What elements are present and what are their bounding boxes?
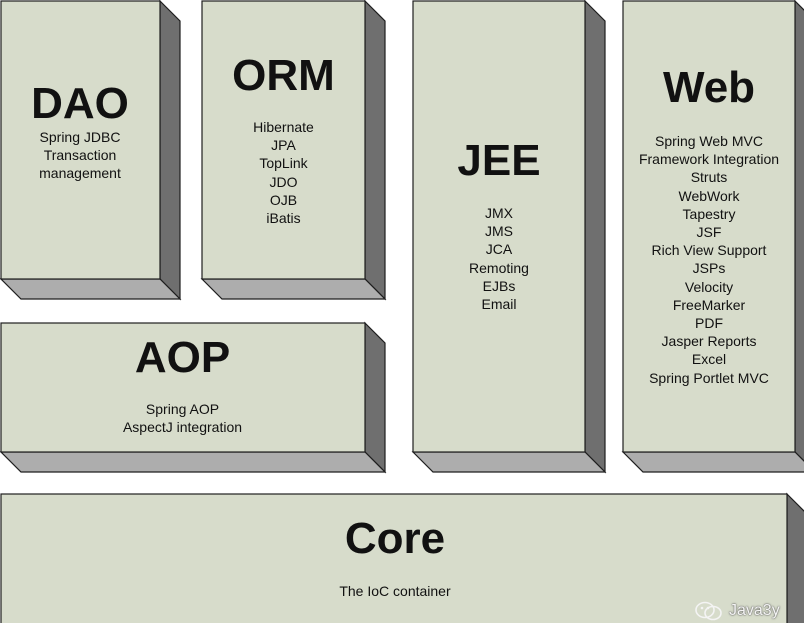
module-dao-title: DAO: [31, 79, 129, 128]
module-box-orm-side: [364, 0, 386, 301]
module-box-jee-side: [584, 0, 606, 474]
module-item: AspectJ integration: [122, 419, 243, 436]
module-item: JSF: [696, 224, 722, 241]
module-item: Spring Portlet MVC: [649, 369, 769, 386]
module-item: JCA: [485, 241, 513, 258]
module-item: Tapestry: [682, 205, 736, 222]
module-item: Spring JDBC: [39, 129, 121, 145]
watermark: Java3y: [694, 600, 780, 622]
module-item: Jasper Reports: [661, 333, 757, 350]
module-box-aop-bottom: [0, 451, 387, 473]
module-box-web: [622, 0, 796, 453]
module-box-aop-side: [364, 321, 386, 474]
module-aop-items: Spring AOP AspectJ integration: [0, 400, 365, 436]
module-item: JSPs: [692, 260, 726, 277]
module-box-jee: [412, 0, 586, 453]
module-jee-title: JEE: [457, 136, 541, 185]
module-orm-title: ORM: [232, 51, 335, 100]
module-item: EJBs: [482, 277, 516, 294]
module-item: Excel: [691, 351, 727, 368]
module-box-dao-bottom: [0, 278, 182, 300]
module-item: JPA: [271, 137, 296, 154]
module-aop-title: AOP: [134, 333, 231, 382]
module-item: Hibernate: [253, 119, 314, 135]
module-orm: ORM Hibernate JPA TopLink JDO OJB iBatis: [202, 52, 365, 227]
module-web-items: Spring Web MVC Framework Integration Str…: [623, 132, 795, 387]
module-box-orm: [201, 0, 366, 280]
module-item: WebWork: [678, 187, 740, 204]
module-box-dao-side: [159, 0, 181, 301]
module-item: iBatis: [266, 210, 301, 227]
module-item: Spring AOP: [145, 401, 220, 417]
module-item: management: [39, 165, 121, 182]
wechat-icon: [695, 601, 722, 621]
watermark-text: Java3y: [729, 602, 780, 619]
module-item: JDO: [269, 173, 298, 190]
module-item: JMS: [485, 223, 513, 240]
module-item: TopLink: [259, 155, 308, 172]
module-item: PDF: [695, 315, 723, 332]
module-box-core: [0, 493, 788, 623]
module-item: OJB: [269, 191, 298, 208]
module-core: Core The IoC container: [0, 515, 790, 600]
module-box-web-side: [794, 0, 804, 462]
module-item: Struts: [690, 169, 728, 186]
module-dao-items: Spring JDBC Transaction management: [0, 128, 160, 183]
module-box-dao: [0, 0, 161, 280]
module-box-web-bottom: [621, 451, 804, 473]
module-web: Web Spring Web MVC Framework Integration…: [623, 64, 795, 387]
module-item: Spring Web MVC: [655, 133, 763, 149]
module-item: JMX: [485, 205, 513, 221]
module-orm-items: Hibernate JPA TopLink JDO OJB iBatis: [202, 118, 365, 227]
module-item: The IoC container: [339, 583, 451, 599]
module-core-title: Core: [344, 514, 446, 563]
module-jee: JEE JMX JMS JCA Remoting EJBs Email: [413, 137, 585, 313]
module-box-orm-bottom: [200, 278, 387, 300]
module-jee-items: JMX JMS JCA Remoting EJBs Email: [413, 204, 585, 313]
module-core-items: The IoC container: [0, 582, 790, 600]
module-box-aop: [0, 322, 366, 453]
module-item: Email: [481, 296, 517, 313]
module-item: FreeMarker: [672, 296, 746, 313]
module-aop: AOP Spring AOP AspectJ integration: [0, 334, 365, 436]
module-box-jee-bottom: [411, 451, 607, 473]
module-item: Framework Integration: [638, 151, 780, 168]
module-item: Velocity: [684, 278, 734, 295]
module-item: Remoting: [469, 259, 529, 276]
module-dao: DAO Spring JDBC Transaction management: [0, 80, 160, 183]
module-web-title: Web: [662, 63, 756, 112]
module-item: Transaction: [43, 147, 117, 164]
module-item: Rich View Support: [651, 242, 767, 259]
